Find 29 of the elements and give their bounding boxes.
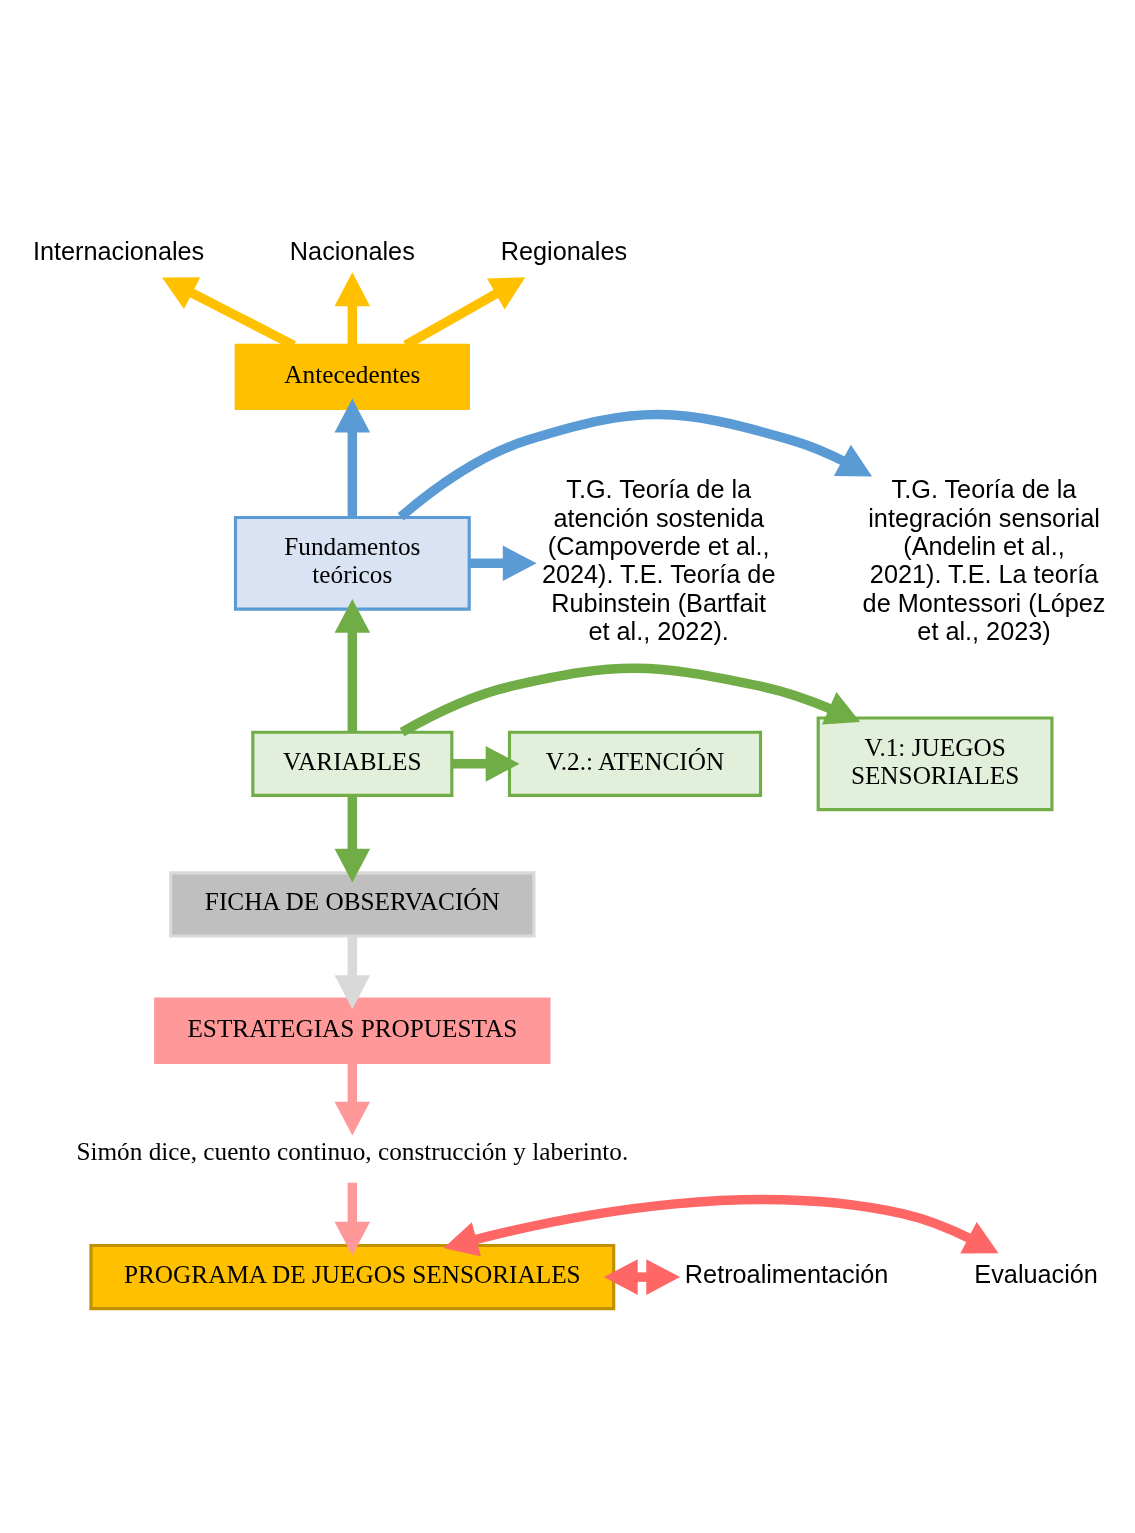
arrow xyxy=(469,545,537,581)
node-box: VARIABLES xyxy=(251,730,454,797)
arrow xyxy=(334,1062,371,1136)
node-text: T.G. Teoría de la atención sostenida (Campoverde et al., 2024). T.E. Teoría de Rubinstein (Bartfait et al., 2022). xyxy=(541,474,776,645)
node-text: Simón dice, cuento continuo, construcción y laberinto. xyxy=(76,1136,629,1165)
arrow xyxy=(399,663,861,736)
node-box: PROGRAMA DE JUEGOS SENSORIALES xyxy=(89,1243,616,1310)
arrow xyxy=(334,398,371,517)
node-text: Retroalimentación xyxy=(684,1259,889,1288)
node-text: Evaluación xyxy=(974,1259,1098,1288)
node-box: ESTRATEGIAS PROPUESTAS xyxy=(154,997,551,1064)
arrow xyxy=(334,271,371,345)
node-box: FICHA DE OBSERVACIÓN xyxy=(169,870,536,938)
arrow xyxy=(443,1194,999,1257)
node-box: Fundamentos teóricos xyxy=(233,515,471,611)
arrow xyxy=(334,795,371,883)
arrow xyxy=(397,409,873,520)
node-text: Nacionales xyxy=(289,236,415,265)
arrow xyxy=(334,1182,371,1256)
node-text: Regionales xyxy=(500,236,628,265)
node-box: Antecedentes xyxy=(234,343,470,410)
arrow xyxy=(452,745,520,782)
node-text: T.G. Teoría de la integración sensorial (Andelin et al., 2021). T.E. La teoría de Montessori (López et al., 2023) xyxy=(862,474,1106,645)
node-box: V.1: JUEGOS SENSORIALES xyxy=(816,715,1054,811)
node-text: Internacionales xyxy=(32,236,205,265)
arrow xyxy=(334,598,371,732)
node-box: V.2.: ATENCIÓN xyxy=(507,730,763,797)
arrow xyxy=(603,1258,681,1295)
arrow xyxy=(334,935,371,1009)
